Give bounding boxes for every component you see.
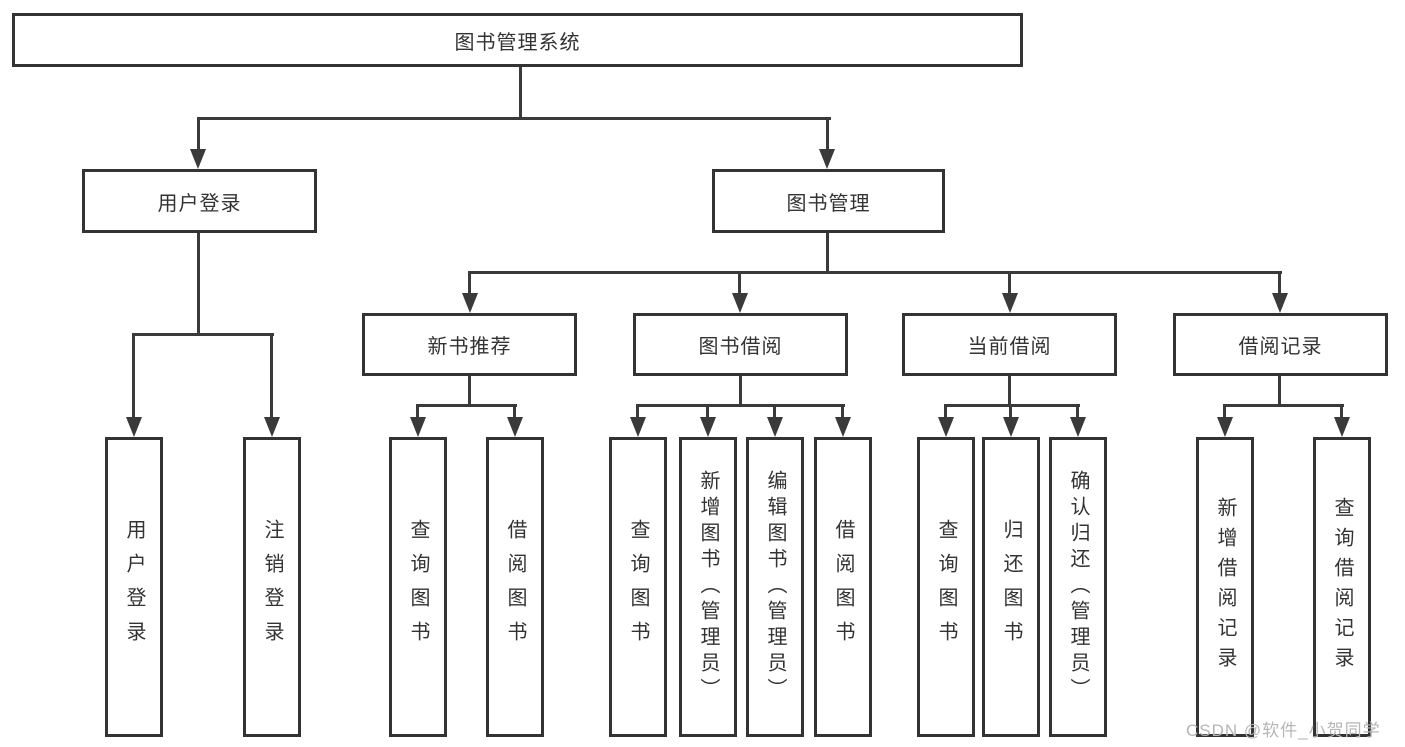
node-borrowing-records: 借阅记录 — [1173, 313, 1388, 376]
connector-line — [1008, 376, 1011, 407]
connector-line — [944, 404, 1080, 407]
connector-line — [1076, 404, 1079, 419]
leaf-confirm-return-admin: 确认归还（管理员） — [1049, 437, 1107, 737]
arrowhead-down-icon — [630, 417, 646, 437]
connector-line — [197, 117, 200, 151]
connector-line — [1223, 404, 1344, 407]
leaf-logout: 注销登录 — [243, 437, 301, 737]
connector-line — [197, 233, 200, 336]
connector-line — [636, 404, 845, 407]
arrowhead-down-icon — [1334, 417, 1350, 437]
node-book-borrowing: 图书借阅 — [633, 313, 848, 376]
connector-line — [773, 404, 776, 419]
connector-line — [739, 376, 742, 407]
leaf-query-books-borrow: 查询图书 — [609, 437, 667, 737]
leaf-return-book: 归还图书 — [982, 437, 1040, 737]
arrowhead-down-icon — [1070, 417, 1086, 437]
connector-line — [468, 271, 1282, 274]
connector-line — [270, 333, 273, 419]
leaf-query-books-recommend: 查询图书 — [389, 437, 447, 737]
leaf-user-login: 用户登录 — [105, 437, 163, 737]
connector-line — [468, 376, 471, 407]
arrowhead-down-icon — [507, 417, 523, 437]
connector-line — [416, 404, 419, 419]
leaf-borrow-books-borrow: 借阅图书 — [814, 437, 872, 737]
arrowhead-down-icon — [190, 149, 206, 169]
arrowhead-down-icon — [462, 293, 478, 313]
connector-line — [944, 404, 947, 419]
arrowhead-down-icon — [819, 149, 835, 169]
arrowhead-down-icon — [410, 417, 426, 437]
node-user-login: 用户登录 — [82, 169, 317, 233]
connector-line — [1278, 271, 1281, 295]
arrowhead-down-icon — [938, 417, 954, 437]
arrowhead-down-icon — [700, 417, 716, 437]
connector-line — [513, 404, 516, 419]
connector-line — [841, 404, 844, 419]
arrowhead-down-icon — [835, 417, 851, 437]
leaf-add-book-admin: 新增图书（管理员） — [679, 437, 737, 737]
connector-line — [519, 67, 522, 118]
connector-line — [826, 117, 829, 151]
arrowhead-down-icon — [126, 417, 142, 437]
node-new-book-recommend: 新书推荐 — [362, 313, 577, 376]
connector-line — [706, 404, 709, 419]
connector-line — [132, 333, 274, 336]
leaf-query-borrow-record: 查询借阅记录 — [1313, 437, 1371, 737]
connector-line — [1009, 404, 1012, 419]
leaf-edit-book-admin: 编辑图书（管理员） — [746, 437, 804, 737]
connector-line — [1223, 404, 1226, 419]
connector-line — [416, 404, 517, 407]
connector-line — [1008, 271, 1011, 295]
arrowhead-down-icon — [1003, 417, 1019, 437]
node-library-management-system: 图书管理系统 — [12, 13, 1023, 67]
node-book-management: 图书管理 — [712, 169, 945, 233]
arrowhead-down-icon — [264, 417, 280, 437]
node-current-borrowing: 当前借阅 — [902, 313, 1117, 376]
connector-line — [1278, 376, 1281, 407]
connector-line — [738, 271, 741, 295]
arrowhead-down-icon — [1217, 417, 1233, 437]
connector-line — [132, 333, 135, 419]
leaf-query-books-current: 查询图书 — [917, 437, 975, 737]
arrowhead-down-icon — [767, 417, 783, 437]
connector-line — [636, 404, 639, 419]
leaf-add-borrow-record: 新增借阅记录 — [1196, 437, 1254, 737]
leaf-borrow-books-recommend: 借阅图书 — [486, 437, 544, 737]
arrowhead-down-icon — [1002, 293, 1018, 313]
connector-line — [826, 233, 829, 274]
connector-line — [197, 117, 831, 120]
csdn-watermark: CSDN @软件_小贺同学 — [1186, 721, 1381, 740]
arrowhead-down-icon — [1272, 293, 1288, 313]
arrowhead-down-icon — [732, 293, 748, 313]
connector-line — [468, 271, 471, 295]
connector-line — [1340, 404, 1343, 419]
